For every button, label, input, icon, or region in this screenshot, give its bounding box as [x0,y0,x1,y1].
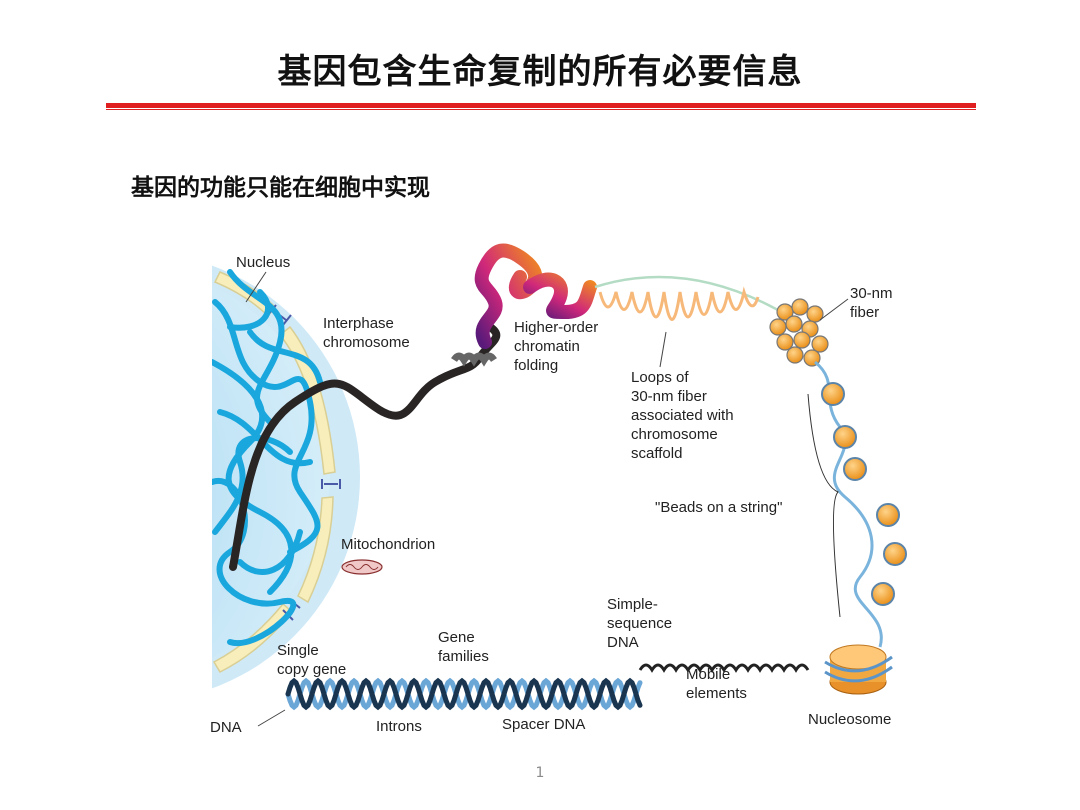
label-mobile-2: elements [686,685,747,702]
label-single-1: Single [277,642,319,659]
beads [821,382,907,606]
leader-lines [245,271,849,727]
dna-helix [285,677,643,711]
coil-tip [451,352,497,367]
slide-subtitle: 基因的功能只能在细胞中实现 [131,174,430,201]
label-spacer: Spacer DNA [502,716,585,733]
label-gene-1: Gene [438,629,475,646]
fiber-loops [598,286,760,321]
label-simple-2: sequence [607,615,672,632]
title-rule-thin [106,109,976,110]
label-interphase-2: chromosome [323,334,410,351]
label-loops-4: chromosome [631,426,718,443]
label-nucleosome: Nucleosome [808,711,891,728]
beads-bracket [807,393,841,618]
nucleosome-shape [824,644,893,695]
title-rule [106,103,976,111]
chromosome-scaffold [594,275,791,319]
label-introns: Introns [376,718,422,735]
label-fiber-1: 30-nm [850,285,893,302]
label-loops-2: 30-nm fiber [631,388,707,405]
label-mobile-1: Mobile [686,666,730,683]
title-rule-thick [106,103,976,108]
label-dna: DNA [210,719,242,736]
label-nucleus: Nucleus [236,254,290,271]
label-loops-3: associated with [631,407,734,424]
label-simple-3: DNA [607,634,639,651]
label-loops-5: scaffold [631,445,682,462]
higher-order-folding [474,243,597,349]
label-gene-2: families [438,648,489,665]
label-simple-1: Simple- [607,596,658,613]
label-beads: "Beads on a string" [655,499,782,516]
label-interphase-1: Interphase [323,315,394,332]
chromatin-diagram: Nucleus Interphase chromosome Higher-ord… [210,243,907,736]
label-higher-order-1: Higher-order [514,319,598,336]
label-higher-order-2: chromatin [514,338,580,355]
beads-string [814,360,883,648]
label-mitochondrion: Mitochondrion [341,536,435,553]
mitochondrion-shape [341,559,383,575]
label-single-2: copy gene [277,661,346,678]
page-number: 1 [535,765,545,781]
label-fiber-2: fiber [850,304,879,321]
label-higher-order-3: folding [514,357,558,374]
slide-title: 基因包含生命复制的所有必要信息 [277,52,803,92]
label-loops-1: Loops of [631,369,689,386]
mobile-element-coil [638,663,810,673]
fiber-cluster [769,298,829,367]
